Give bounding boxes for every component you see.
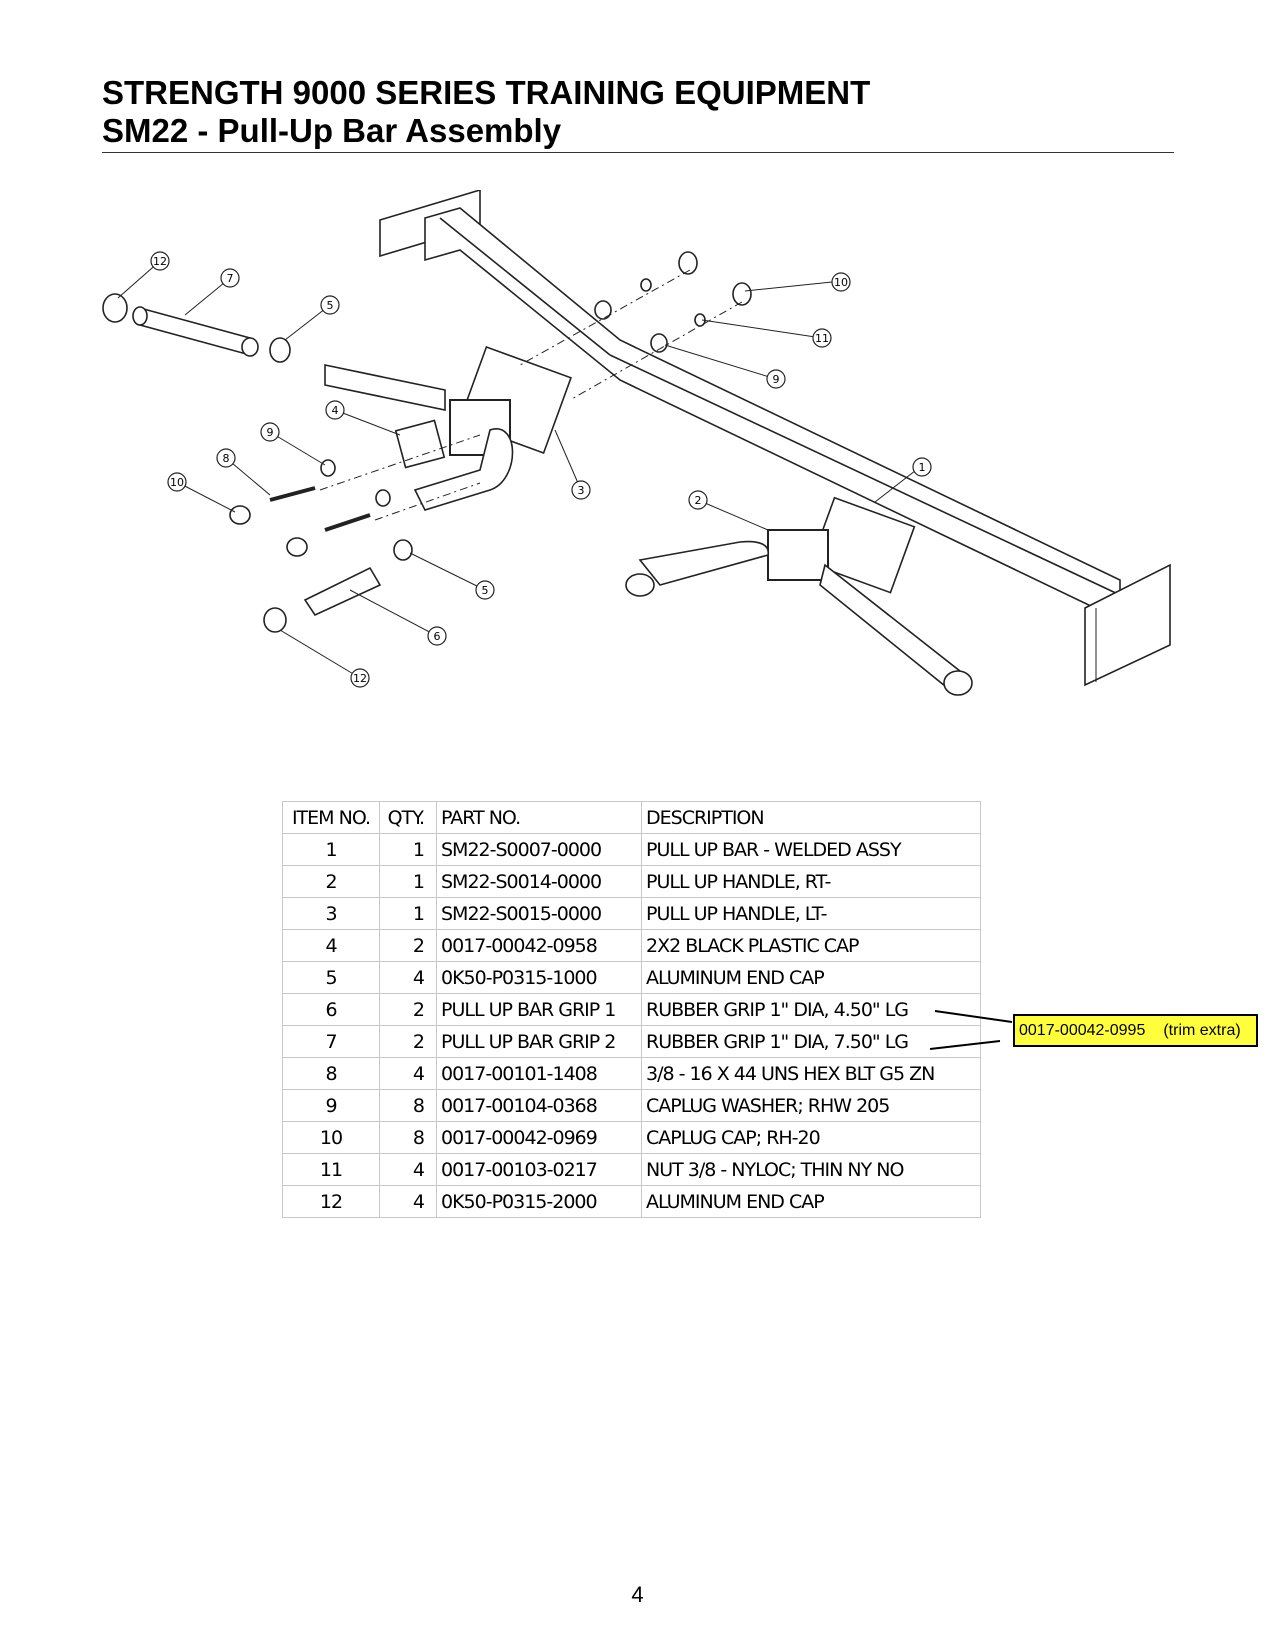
callout-5-bottom: 5 — [475, 580, 495, 600]
qty-cell: 1 — [379, 833, 437, 866]
part-no-cell: 0017-00042-0958 — [436, 929, 642, 962]
table-row: 3 1 SM22-S0015-0000 PULL UP HANDLE, LT- — [282, 897, 981, 930]
callout-balloons: 12 7 5 4 9 8 10 3 5 6 12 10 11 9 1 2 — [150, 251, 932, 688]
left-exploded-parts — [102, 293, 481, 633]
description-cell: ALUMINUM END CAP — [641, 1185, 981, 1218]
description-cell: RUBBER GRIP 1" DIA, 4.50" LG — [641, 993, 981, 1026]
header-description: DESCRIPTION — [641, 801, 981, 834]
callout-7: 7 — [220, 268, 240, 288]
part-no-cell: 0017-00103-0217 — [436, 1153, 642, 1186]
description-cell: RUBBER GRIP 1" DIA, 7.50" LG — [641, 1025, 981, 1058]
svg-text:4: 4 — [332, 404, 339, 417]
page-header: STRENGTH 9000 SERIES TRAINING EQUIPMENT … — [102, 74, 1174, 150]
part-no-cell: PULL UP BAR GRIP 1 — [436, 993, 642, 1026]
callout-3: 3 — [571, 480, 591, 500]
table-row: 6 2 PULL UP BAR GRIP 1 RUBBER GRIP 1" DI… — [282, 993, 981, 1026]
parts-list-table: ITEM NO. QTY. PART NO. DESCRIPTION 1 1 S… — [282, 801, 981, 1218]
callout-2: 2 — [688, 490, 708, 510]
svg-text:12: 12 — [353, 672, 367, 685]
table-row: 12 4 0K50-P0315-2000 ALUMINUM END CAP — [282, 1185, 981, 1218]
part-no-cell: SM22-S0014-0000 — [436, 865, 642, 898]
callout-11: 11 — [812, 328, 832, 348]
item-no-cell: 2 — [282, 865, 380, 898]
callout-12-bottom: 12 — [350, 668, 370, 688]
callout-10-left: 10 — [167, 472, 187, 492]
right-exploded-parts — [519, 251, 752, 401]
description-cell: NUT 3/8 - NYLOC; THIN NY NO — [641, 1153, 981, 1186]
description-cell: PULL UP BAR - WELDED ASSY — [641, 833, 981, 866]
svg-text:10: 10 — [170, 476, 184, 489]
table-row: 10 8 0017-00042-0969 CAPLUG CAP; RH-20 — [282, 1121, 981, 1154]
qty-cell: 2 — [379, 929, 437, 962]
callout-12-top: 12 — [150, 251, 170, 271]
item-no-cell: 6 — [282, 993, 380, 1026]
svg-text:5: 5 — [482, 584, 489, 597]
callout-10-right: 10 — [831, 272, 851, 292]
part-no-cell: SM22-S0015-0000 — [436, 897, 642, 930]
description-cell: 2X2 BLACK PLASTIC CAP — [641, 929, 981, 962]
table-row: 11 4 0017-00103-0217 NUT 3/8 - NYLOC; TH… — [282, 1153, 981, 1186]
svg-text:5: 5 — [327, 299, 334, 312]
svg-text:9: 9 — [267, 426, 274, 439]
svg-text:6: 6 — [434, 630, 441, 643]
document-subtitle: SM22 - Pull-Up Bar Assembly — [102, 112, 562, 149]
document-title: STRENGTH 9000 SERIES TRAINING EQUIPMENT — [102, 74, 871, 111]
callout-9-left: 9 — [260, 422, 280, 442]
callout-4: 4 — [325, 400, 345, 420]
note-text: (trim extra) — [1163, 1022, 1241, 1039]
svg-text:1: 1 — [919, 461, 926, 474]
note-part-number: 0017-00042-0995 — [1019, 1022, 1146, 1039]
table-row: 4 2 0017-00042-0958 2X2 BLACK PLASTIC CA… — [282, 929, 981, 962]
qty-cell: 4 — [379, 1057, 437, 1090]
table-header-row: ITEM NO. QTY. PART NO. DESCRIPTION — [282, 801, 981, 834]
callout-6: 6 — [427, 626, 447, 646]
left-handle — [324, 364, 514, 511]
pull-up-bar-weldment — [379, 190, 1171, 687]
description-cell: 3/8 - 16 X 44 UNS HEX BLT G5 ZN — [641, 1057, 981, 1090]
item-no-cell: 4 — [282, 929, 380, 962]
item-no-cell: 8 — [282, 1057, 380, 1090]
qty-cell: 4 — [379, 961, 437, 994]
svg-text:7: 7 — [227, 272, 234, 285]
page-number: 4 — [631, 1582, 644, 1607]
qty-cell: 1 — [379, 897, 437, 930]
description-cell: CAPLUG WASHER; RHW 205 — [641, 1089, 981, 1122]
svg-text:2: 2 — [695, 494, 702, 507]
qty-cell: 4 — [379, 1153, 437, 1186]
callout-1: 1 — [912, 457, 932, 477]
svg-text:8: 8 — [223, 452, 230, 465]
item-no-cell: 12 — [282, 1185, 380, 1218]
table-row: 8 4 0017-00101-1408 3/8 - 16 X 44 UNS HE… — [282, 1057, 981, 1090]
item-no-cell: 10 — [282, 1121, 380, 1154]
qty-cell: 8 — [379, 1121, 437, 1154]
svg-text:12: 12 — [153, 255, 167, 268]
svg-text:9: 9 — [773, 373, 780, 386]
item-no-cell: 5 — [282, 961, 380, 994]
svg-text:3: 3 — [578, 484, 585, 497]
trim-extra-note: 0017-00042-0995 (trim extra) — [1013, 1014, 1258, 1047]
callout-8: 8 — [216, 448, 236, 468]
part-no-cell: SM22-S0007-0000 — [436, 833, 642, 866]
part-no-cell: 0K50-P0315-2000 — [436, 1185, 642, 1218]
exploded-assembly-diagram: 12 7 5 4 9 8 10 3 5 6 12 10 11 9 1 2 — [102, 190, 1171, 696]
table-row: 9 8 0017-00104-0368 CAPLUG WASHER; RHW 2… — [282, 1089, 981, 1122]
part-no-cell: 0017-00101-1408 — [436, 1057, 642, 1090]
right-handle — [625, 529, 973, 696]
part-no-cell: PULL UP BAR GRIP 2 — [436, 1025, 642, 1058]
description-cell: CAPLUG CAP; RH-20 — [641, 1121, 981, 1154]
item-no-cell: 9 — [282, 1089, 380, 1122]
table-row: 1 1 SM22-S0007-0000 PULL UP BAR - WELDED… — [282, 833, 981, 866]
svg-text:10: 10 — [834, 276, 848, 289]
callout-9-right: 9 — [766, 369, 786, 389]
item-no-cell: 1 — [282, 833, 380, 866]
callout-5-top: 5 — [320, 295, 340, 315]
part-no-cell: 0017-00104-0368 — [436, 1089, 642, 1122]
table-row: 2 1 SM22-S0014-0000 PULL UP HANDLE, RT- — [282, 865, 981, 898]
qty-cell: 8 — [379, 1089, 437, 1122]
item-no-cell: 7 — [282, 1025, 380, 1058]
table-row: 7 2 PULL UP BAR GRIP 2 RUBBER GRIP 1" DI… — [282, 1025, 981, 1058]
svg-text:11: 11 — [815, 332, 829, 345]
header-rule — [102, 152, 1174, 153]
